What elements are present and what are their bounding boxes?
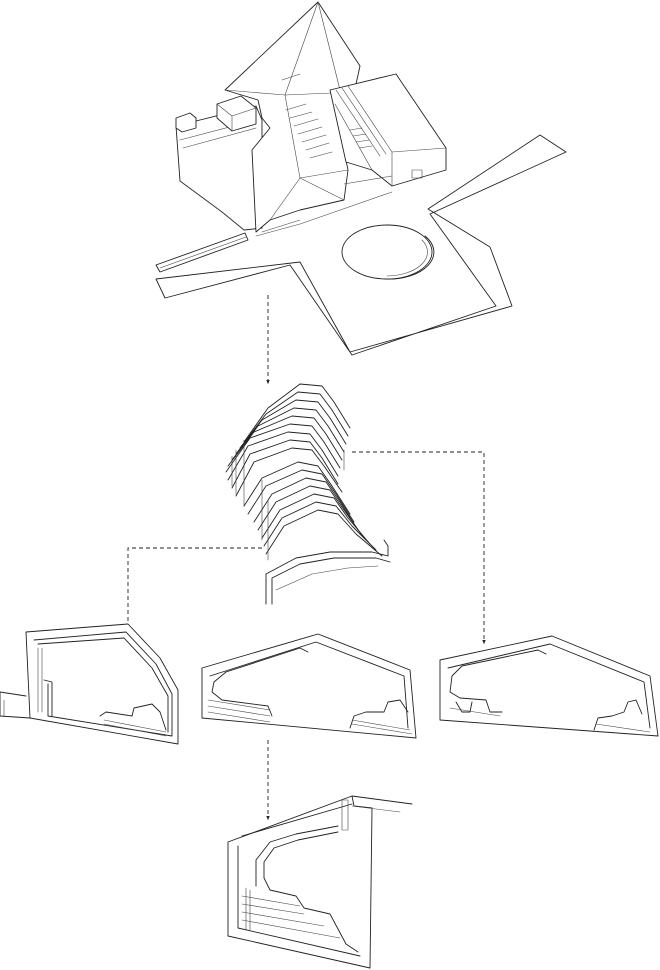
rooftop-box (216, 95, 257, 132)
rib-assembly (225, 383, 391, 605)
central-faceted-volume (224, 1, 361, 233)
section-detail (227, 795, 413, 969)
section-left (0, 623, 179, 745)
section-middle (201, 633, 417, 739)
building-axonometric (155, 1, 567, 356)
ribs-to-left-section (126, 547, 262, 631)
ribs-to-right-section (352, 451, 486, 645)
ground-plaza (155, 134, 567, 356)
section-right (439, 635, 659, 737)
circular-courtyard (341, 224, 433, 280)
walkway-strip (155, 232, 249, 273)
